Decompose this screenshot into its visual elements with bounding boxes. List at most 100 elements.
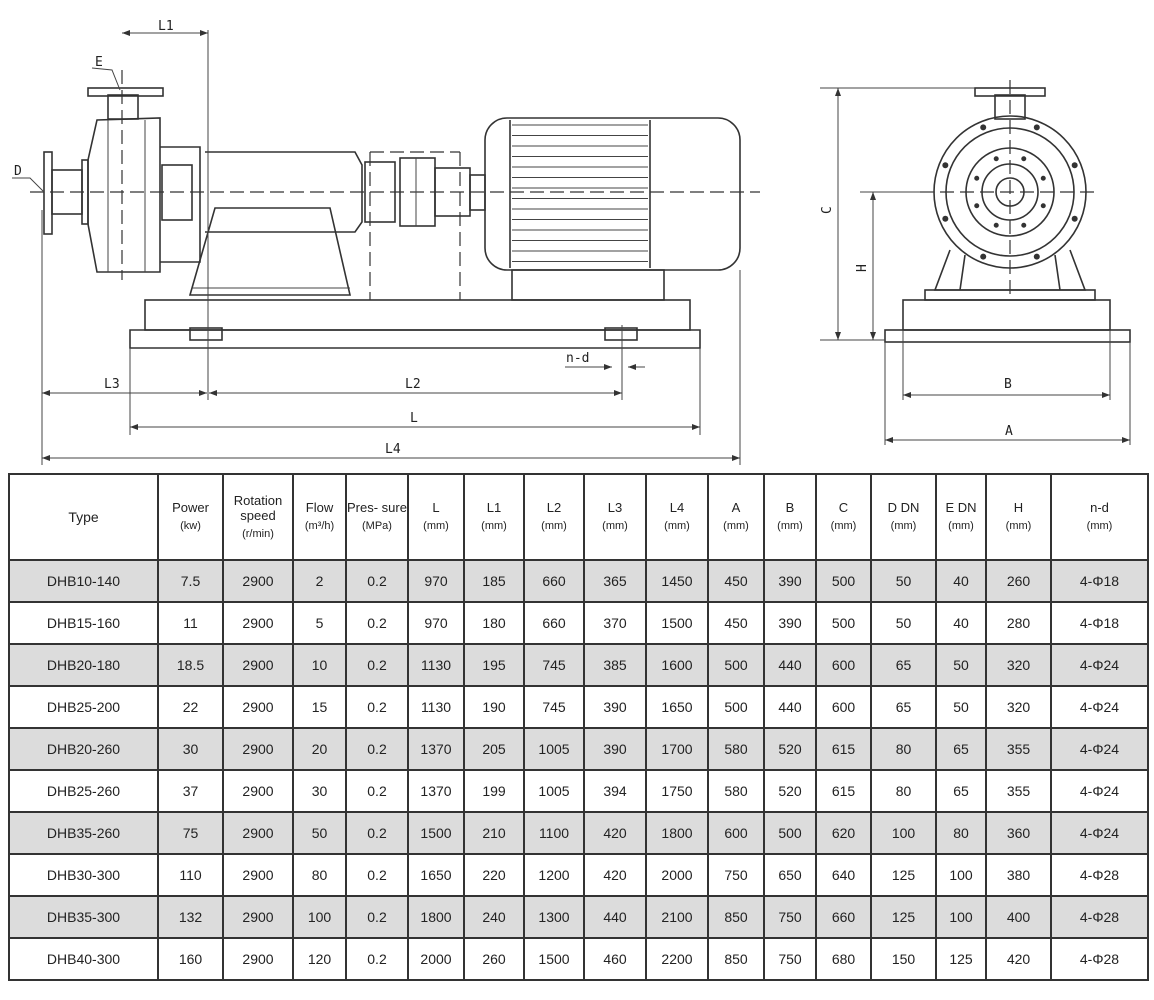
column-header-name: E DN [945,500,977,515]
table-cell: 4-Φ24 [1050,769,1149,813]
column-header-name: n-d [1090,500,1109,515]
table-cell: 100 [935,895,987,939]
table-cell: 580 [707,769,765,813]
table-cell: 500 [707,685,765,729]
table-cell: 280 [985,601,1052,645]
model-type-cell: DHB35-300 [8,895,159,939]
table-cell: 185 [463,559,525,603]
column-header-name: L3 [607,500,623,515]
table-cell: 125 [870,895,937,939]
table-cell: 520 [763,727,817,771]
table-cell: 0.2 [345,559,409,603]
column-header-unit: (mm) [1005,520,1032,532]
table-cell: 1005 [523,769,585,813]
table-cell: 1800 [645,811,709,855]
table-cell: 2 [292,559,347,603]
column-header: E DN (mm) [935,473,987,561]
table-cell: 320 [985,685,1052,729]
flange-bolt-hole [993,222,999,228]
table-cell: 260 [985,559,1052,603]
dim-label-d: D [14,164,22,179]
column-header-name: Type [68,508,99,525]
table-cell: 2900 [222,685,294,729]
dim-label-l1: L1 [158,19,174,34]
column-header-unit: (m³/h) [304,520,335,532]
table-cell: 2900 [222,895,294,939]
table-cell: 7.5 [157,559,224,603]
table-cell: 640 [815,853,872,897]
column-header-unit: (mm) [948,520,974,532]
table-cell: 390 [763,601,817,645]
table-cell: 500 [815,601,872,645]
table-cell: 18.5 [157,643,224,687]
table-cell: 80 [935,811,987,855]
table-cell: 80 [870,727,937,771]
column-header-name: L2 [546,500,562,515]
table-cell: 4-Φ28 [1050,937,1149,981]
table-cell: 355 [985,727,1052,771]
column-header-name: Flow [305,500,334,515]
table-cell: 2900 [222,601,294,645]
table-cell: 0.2 [345,895,409,939]
table-cell: 120 [292,937,347,981]
column-header-unit: (MPa) [362,520,392,532]
table-cell: 1130 [407,643,465,687]
table-cell: 30 [292,769,347,813]
table-cell: 0.2 [345,685,409,729]
table-cell: 210 [463,811,525,855]
table-cell: 580 [707,727,765,771]
table-cell: 100 [292,895,347,939]
table-cell: 65 [870,685,937,729]
column-header-unit: (kw) [180,520,201,532]
table-cell: 600 [815,685,872,729]
column-header: L3 (mm) [583,473,647,561]
table-cell: 970 [407,601,465,645]
flange-bolt-hole [974,175,980,181]
table-cell: 1700 [645,727,709,771]
table-cell: 125 [935,937,987,981]
dim-label-h: H [855,264,870,272]
table-cell: 195 [463,643,525,687]
column-header: L2(mm) [523,473,585,561]
table-cell: 4-Φ24 [1050,685,1149,729]
table-cell: 450 [707,559,765,603]
column-header-name: Pres- sure [347,500,407,515]
table-cell: 970 [407,559,465,603]
table-cell: 4-Φ24 [1050,727,1149,771]
dim-label-nd: n-d [566,351,589,366]
model-type-cell: DHB35-260 [8,811,159,855]
table-cell: 20 [292,727,347,771]
table-cell: 132 [157,895,224,939]
column-header: Pres- sure (MPa) [345,473,409,561]
column-header-unit: (mm) [890,520,917,532]
column-header: Rotation speed(r/min) [222,473,294,561]
table-cell: 1370 [407,769,465,813]
table-cell: 500 [763,811,817,855]
table-cell: 1450 [645,559,709,603]
table-cell: 2900 [222,727,294,771]
table-cell: 65 [870,643,937,687]
table-cell: 450 [707,601,765,645]
table-cell: 660 [523,601,585,645]
table-cell: 1650 [645,685,709,729]
pump-dimension-drawing: L1 E D L3 L2 L L4 n-d C H B [12,19,1131,465]
table-cell: 50 [870,601,937,645]
table-cell: 199 [463,769,525,813]
dim-label-l4: L4 [385,442,401,457]
dim-label-b: B [1004,377,1012,392]
model-type-cell: DHB10-140 [8,559,159,603]
column-header-name: L1 [486,500,502,515]
table-cell: 1500 [523,937,585,981]
table-cell: 1370 [407,727,465,771]
table-cell: 65 [935,727,987,771]
column-header-unit: (mm) [777,520,803,532]
flange-bolt-hole [980,124,987,131]
table-cell: 500 [815,559,872,603]
table-cell: 260 [463,937,525,981]
column-header-unit: (mm) [602,520,628,532]
